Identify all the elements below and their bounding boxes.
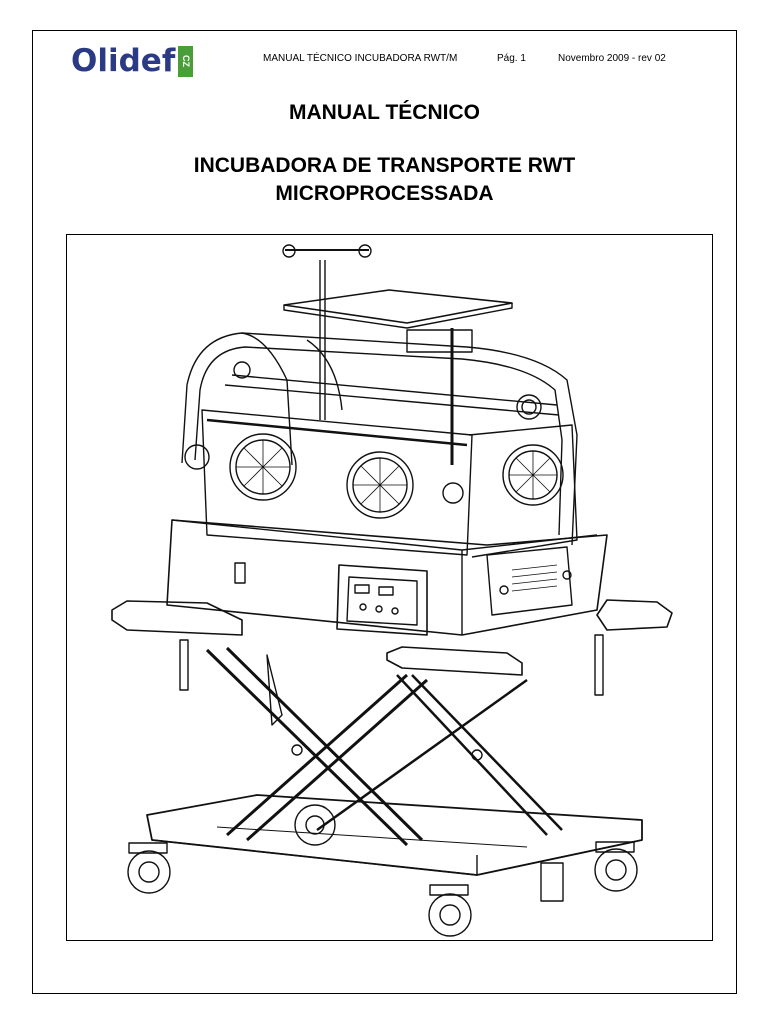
incubator-illustration [66, 234, 713, 941]
logo-text: Olidef [71, 43, 176, 79]
document-subtitle-line1: INCUBADORA DE TRANSPORTE RWT [193, 154, 576, 177]
page-label: Pág. [497, 53, 518, 64]
revision-date: Novembro 2009 - rev 02 [558, 53, 666, 64]
page-number: 1 [520, 53, 526, 64]
page-indicator: Pág. 1 [497, 53, 526, 64]
olidef-logo: Olidef CZ [71, 41, 194, 81]
document-subtitle-line2: MICROPROCESSADA [275, 182, 494, 205]
transport-incubator-drawing [111, 244, 673, 937]
logo-badge: CZ [178, 45, 194, 77]
page-frame: Olidef CZ MANUAL TÉCNICO INCUBADORA RWT/… [32, 30, 737, 994]
manual-reference: MANUAL TÉCNICO INCUBADORA RWT/M [263, 53, 458, 64]
document-title: MANUAL TÉCNICO [289, 101, 480, 124]
page-header: Olidef CZ MANUAL TÉCNICO INCUBADORA RWT/… [33, 31, 736, 91]
